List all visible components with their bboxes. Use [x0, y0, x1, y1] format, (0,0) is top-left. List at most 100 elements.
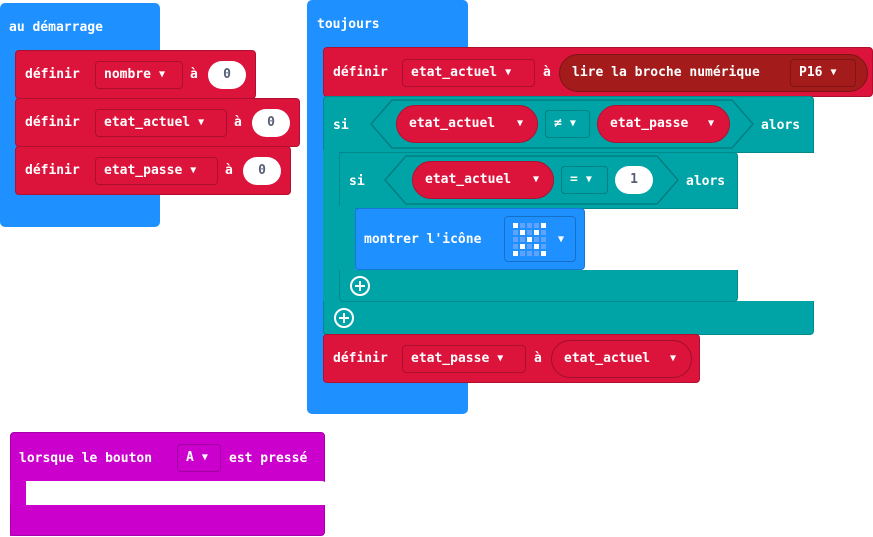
if-keyword: si — [333, 118, 349, 133]
led-cell — [541, 244, 546, 249]
show-icon-block[interactable]: montrer l'icône ▼ — [355, 208, 585, 270]
led-matrix-icon — [513, 223, 546, 256]
pin-name: P16 — [799, 65, 823, 80]
variable-name: etat_actuel — [425, 172, 512, 187]
chevron-down-icon: ▼ — [201, 452, 208, 463]
button-dropdown[interactable]: A▼ — [177, 444, 221, 472]
variable-pill-etat-actuel[interactable]: etat_actuel ▼ — [412, 161, 554, 199]
led-cell — [513, 251, 518, 256]
number-input[interactable]: 0 — [252, 109, 290, 137]
chevron-down-icon: ▼ — [830, 67, 837, 78]
to-label: à — [234, 115, 242, 130]
led-cell — [541, 251, 546, 256]
variable-dropdown-etat-passe[interactable]: etat_passe ▼ — [402, 345, 526, 373]
variable-name: nombre — [104, 67, 151, 82]
led-cell — [513, 230, 518, 235]
chevron-down-icon: ▼ — [670, 353, 677, 364]
variable-name: etat_passe — [610, 116, 689, 131]
operator-symbol: ≠ — [554, 116, 562, 131]
variable-name: etat_passe — [104, 163, 183, 178]
if-outer-top[interactable]: si etat_actuel ▼ ≠▼ etat_passe ▼ alors — [323, 96, 814, 153]
number-input[interactable]: 1 — [615, 166, 653, 194]
add-else-icon[interactable] — [350, 276, 370, 296]
chevron-down-icon: ▼ — [708, 118, 715, 129]
set-keyword: définir — [333, 351, 388, 366]
led-cell — [527, 237, 532, 242]
variable-dropdown-etat-actuel[interactable]: etat_actuel ▼ — [402, 59, 535, 87]
variable-pill-etat-actuel[interactable]: etat_actuel ▼ — [396, 105, 538, 143]
set-etat-actuel-block[interactable]: définir etat_actuel▼ à 0 — [15, 98, 300, 147]
set-etat-passe-to-actuel-block[interactable]: définir etat_passe ▼ à etat_actuel ▼ — [323, 334, 700, 383]
to-label: à — [543, 65, 551, 80]
operator-dropdown[interactable]: =▼ — [561, 166, 608, 194]
forever-label: toujours — [317, 17, 380, 32]
led-cell — [513, 244, 518, 249]
variable-name: etat_actuel — [409, 116, 496, 131]
digital-read-pin-block[interactable]: lire la broche numérique P16 ▼ — [559, 54, 868, 92]
chevron-down-icon: ▼ — [533, 174, 540, 185]
on-button-bottom[interactable] — [10, 505, 325, 536]
set-nombre-block[interactable]: définir nombre▼ à 0 — [15, 50, 256, 99]
if-inner-top[interactable]: si etat_actuel ▼ =▼ 1 alors — [339, 152, 738, 209]
if-outer-bottom[interactable] — [323, 301, 814, 335]
digital-read-label: lire la broche numérique — [572, 65, 760, 80]
set-keyword: définir — [333, 65, 388, 80]
to-label: à — [225, 163, 233, 178]
on-button-prefix: lorsque le bouton — [19, 451, 153, 466]
led-cell — [541, 230, 546, 235]
if-outer-arm — [323, 150, 339, 335]
led-cell — [520, 223, 525, 228]
variable-dropdown-nombre[interactable]: nombre ▼ — [95, 61, 183, 89]
variable-name: etat_actuel — [564, 351, 651, 366]
on-button-notch — [40, 499, 72, 507]
led-cell — [534, 251, 539, 256]
led-cell — [527, 244, 532, 249]
set-keyword: définir — [25, 115, 80, 130]
if-keyword: si — [349, 174, 365, 189]
set-keyword: définir — [25, 163, 80, 178]
add-else-icon[interactable] — [334, 308, 354, 328]
on-button-pressed-block[interactable]: lorsque le bouton A▼ est pressé — [10, 432, 325, 482]
set-etat-passe-block[interactable]: définir etat_passe ▼ à 0 — [15, 146, 291, 195]
chevron-down-icon: ▼ — [505, 67, 512, 78]
set-keyword: définir — [25, 67, 80, 82]
then-keyword: alors — [761, 118, 801, 133]
chevron-down-icon: ▼ — [517, 118, 524, 129]
chevron-down-icon: ▼ — [585, 174, 592, 185]
set-etat-actuel-read-block[interactable]: définir etat_actuel ▼ à lire la broche nu… — [323, 47, 873, 97]
operator-dropdown[interactable]: ≠▼ — [545, 110, 590, 138]
variable-pill-etat-passe[interactable]: etat_passe ▼ — [597, 105, 730, 143]
led-cell — [513, 223, 518, 228]
chevron-down-icon: ▼ — [190, 165, 197, 176]
variable-pill-etat-actuel[interactable]: etat_actuel ▼ — [551, 340, 692, 378]
number-input[interactable]: 0 — [243, 157, 281, 185]
on-button-suffix: est pressé — [229, 451, 308, 466]
led-cell — [520, 237, 525, 242]
chevron-down-icon: ▼ — [497, 353, 504, 364]
icon-picker-dropdown[interactable]: ▼ — [504, 216, 576, 262]
led-cell — [534, 230, 539, 235]
to-label: à — [534, 351, 542, 366]
pin-dropdown[interactable]: P16 ▼ — [790, 59, 856, 87]
variable-dropdown-etat-passe[interactable]: etat_passe ▼ — [95, 157, 218, 185]
led-cell — [520, 230, 525, 235]
chevron-down-icon: ▼ — [558, 234, 565, 245]
show-icon-label: montrer l'icône — [364, 232, 482, 247]
button-name: A — [186, 450, 194, 465]
operator-symbol: = — [570, 172, 578, 187]
led-cell — [534, 237, 539, 242]
led-cell — [527, 251, 532, 256]
variable-dropdown-etat-actuel[interactable]: etat_actuel▼ — [95, 109, 227, 137]
led-cell — [534, 223, 539, 228]
variable-name: etat_passe — [411, 351, 490, 366]
led-cell — [534, 244, 539, 249]
on-button-empty-slot — [26, 481, 326, 505]
chevron-down-icon: ▼ — [158, 69, 165, 80]
variable-name: etat_actuel — [104, 115, 191, 130]
led-cell — [541, 237, 546, 242]
variable-name: etat_actuel — [411, 65, 498, 80]
number-input[interactable]: 0 — [208, 61, 246, 89]
led-cell — [527, 223, 532, 228]
chevron-down-icon: ▼ — [569, 118, 576, 129]
if-inner-bottom[interactable] — [339, 270, 738, 302]
